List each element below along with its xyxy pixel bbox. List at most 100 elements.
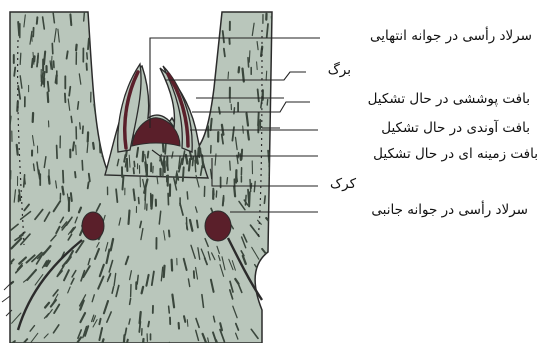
tissue-streak [107,136,108,146]
tissue-streak [197,220,198,227]
tissue-streak [76,145,77,155]
tissue-streak [254,182,255,192]
tissue-streak [71,116,72,122]
tissue-streak [186,223,187,230]
tissue-streak [145,24,146,32]
tissue-streak [134,189,135,200]
tissue-streak [236,175,237,182]
tissue-streak [73,142,74,150]
left-axillary-meristem [82,212,104,240]
tissue-streak [148,322,149,327]
tissue-streak [129,14,130,24]
tissue-streak [169,231,170,237]
tissue-streak [82,161,83,171]
tissue-streak [78,102,79,109]
tissue-streak [258,89,259,101]
tissue-streak [80,123,81,129]
label-leaf: برگ [328,62,351,78]
label-apical-meristem-terminal: سرلاد رأسی در جوانه انتهایی [370,28,532,44]
tissue-streak [270,286,275,293]
tissue-streak [63,171,64,183]
tissue-streak [247,113,249,125]
tissue-streak [143,152,144,161]
tissue-streak [238,153,239,158]
tissue-streak [88,182,89,188]
tissue-streak [108,99,109,112]
tissue-streak [84,12,85,21]
tissue-streak [124,155,125,162]
tissue-streak [123,335,124,343]
tissue-streak [184,316,185,322]
tissue-streak [256,280,263,290]
tissue-streak [189,159,190,171]
tissue-streak [191,44,193,58]
tissue-streak [134,168,135,173]
tissue-streak [195,151,196,163]
tissue-streak [193,156,194,165]
label-cortex: کرک [330,176,356,192]
tissue-streak [139,22,140,32]
tissue-streak [248,58,249,67]
tissue-streak [71,193,72,201]
tissue-streak [187,320,188,327]
tissue-streak [234,108,235,114]
tissue-streak [268,151,269,163]
tissue-streak [183,167,184,181]
tissue-streak [162,40,163,51]
tissue-streak [93,31,94,42]
tissue-streak [166,47,167,53]
tissue-streak [52,62,53,70]
tissue-streak [57,146,58,159]
tissue-streak [269,259,277,270]
tissue-streak [245,195,246,205]
tissue-streak [158,37,159,49]
tissue-streak [228,72,229,79]
tissue-streak [17,145,18,155]
tissue-streak [127,159,128,171]
tissue-streak [213,61,214,68]
tissue-streak [103,88,104,96]
tissue-streak [99,319,100,324]
tissue-streak [125,162,126,167]
tissue-streak [102,118,103,124]
tissue-streak [134,161,135,166]
tissue-streak [227,178,228,184]
tissue-streak [249,51,250,62]
tissue-streak [142,287,144,293]
tissue-streak [101,127,102,141]
tissue-streak [264,196,265,203]
tissue-streak [209,81,210,89]
tissue-streak [70,14,71,25]
tissue-streak [211,119,212,130]
tissue-streak [183,48,185,62]
tissue-streak [257,62,258,70]
tissue-streak [95,27,96,33]
tissue-streak [96,21,97,30]
tissue-streak [187,192,188,199]
tissue-streak [32,59,33,67]
tissue-streak [267,100,268,106]
tissue-streak [137,275,138,284]
tissue-streak [76,45,77,51]
tissue-streak [167,21,168,32]
tissue-streak [112,87,113,97]
tissue-streak [110,42,111,52]
tissue-streak [158,63,159,70]
tissue-streak [87,53,88,59]
tissue-streak [114,76,115,85]
tissue-streak [239,67,240,72]
tissue-streak [152,29,153,38]
tissue-streak [224,49,225,57]
tissue-streak [129,42,130,48]
tissue-streak [200,48,201,60]
tissue-streak [240,154,241,160]
tissue-streak [20,53,21,64]
tissue-streak [264,319,271,330]
label-protoderm: بافت پوششی در حال تشکیل [368,91,530,107]
tissue-streak [270,230,274,235]
tissue-streak [266,71,267,80]
tissue-streak [164,266,165,277]
tissue-streak [230,161,231,170]
right-axillary-meristem [205,211,231,241]
tissue-streak [69,87,70,96]
